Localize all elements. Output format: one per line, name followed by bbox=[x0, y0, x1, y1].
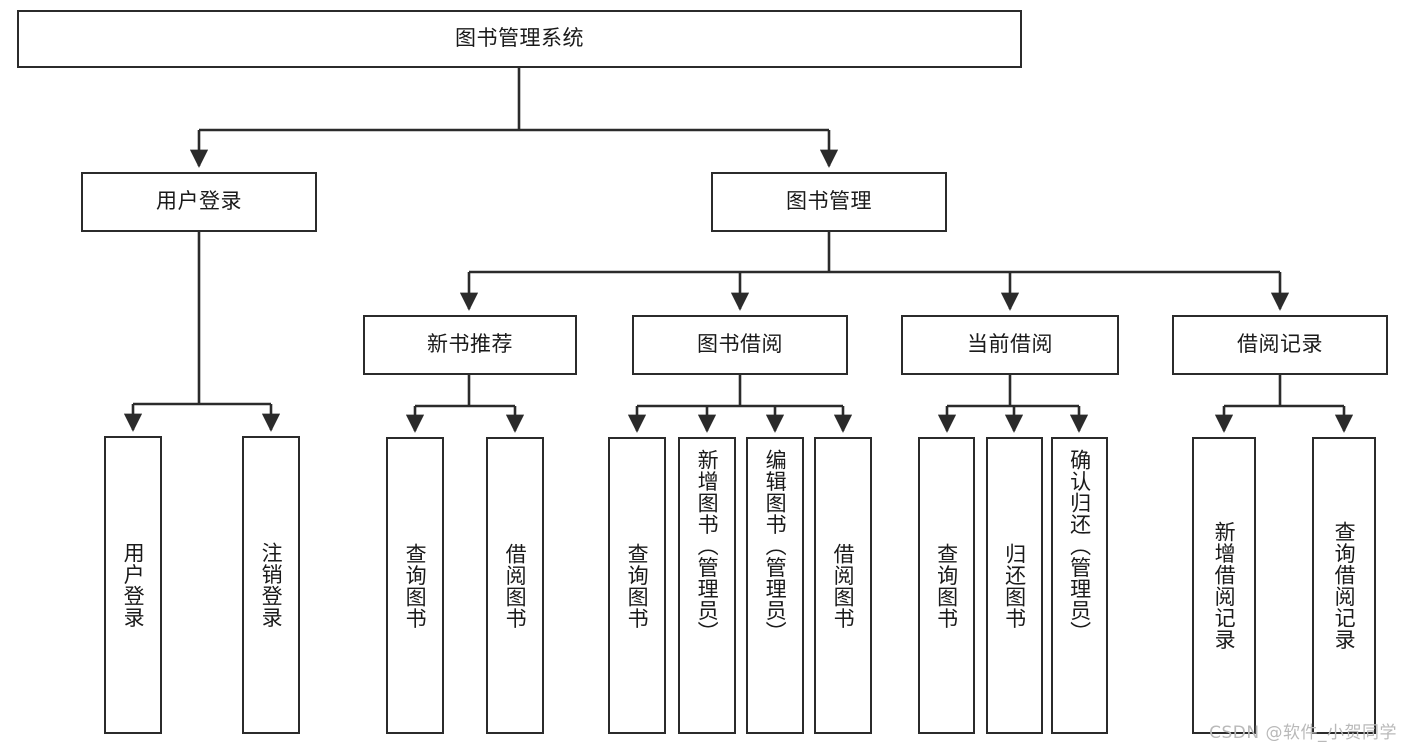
node-user-login-label: 用户登录 bbox=[156, 189, 242, 214]
node-root-label: 图书管理系统 bbox=[455, 26, 584, 51]
leaf-new-book-query[interactable]: 查询图书 bbox=[386, 437, 444, 734]
node-book-management-label: 图书管理 bbox=[786, 189, 872, 214]
leaf-user-login-signout[interactable]: 注销登录 bbox=[242, 436, 300, 734]
node-book-management[interactable]: 图书管理 bbox=[711, 172, 947, 232]
node-root[interactable]: 图书管理系统 bbox=[17, 10, 1022, 68]
leaf-new-book-borrow-label: 借阅图书 bbox=[503, 542, 528, 629]
leaf-user-login-signin-label: 用户登录 bbox=[121, 542, 146, 628]
node-new-book-recommend-label: 新书推荐 bbox=[427, 332, 513, 357]
leaf-book-borrow-add[interactable]: 新增图书（管理员） bbox=[678, 437, 736, 734]
leaf-book-borrow-edit[interactable]: 编辑图书（管理员） bbox=[746, 437, 804, 734]
node-borrow-records-label: 借阅记录 bbox=[1237, 332, 1323, 357]
csdn-watermark: CSDN @软件_小贺同学 bbox=[1209, 723, 1397, 743]
leaf-new-book-query-label: 查询图书 bbox=[403, 542, 428, 629]
node-current-borrow[interactable]: 当前借阅 bbox=[901, 315, 1119, 375]
leaf-user-login-signin[interactable]: 用户登录 bbox=[104, 436, 162, 734]
node-user-login[interactable]: 用户登录 bbox=[81, 172, 317, 232]
leaf-book-borrow-query-label: 查询图书 bbox=[625, 542, 650, 629]
leaf-book-borrow-add-label: 新增图书（管理员） bbox=[695, 449, 720, 643]
leaf-borrow-record-query-label: 查询借阅记录 bbox=[1332, 521, 1357, 650]
leaf-current-borrow-return-label: 归还图书 bbox=[1002, 542, 1027, 629]
leaf-book-borrow-query[interactable]: 查询图书 bbox=[608, 437, 666, 734]
leaf-current-borrow-confirm[interactable]: 确认归还（管理员） bbox=[1051, 437, 1108, 734]
leaf-new-book-borrow[interactable]: 借阅图书 bbox=[486, 437, 544, 734]
leaf-current-borrow-query-label: 查询图书 bbox=[934, 542, 959, 629]
leaf-current-borrow-return[interactable]: 归还图书 bbox=[986, 437, 1043, 734]
leaf-current-borrow-query[interactable]: 查询图书 bbox=[918, 437, 975, 734]
node-new-book-recommend[interactable]: 新书推荐 bbox=[363, 315, 577, 375]
leaf-borrow-record-add-label: 新增借阅记录 bbox=[1212, 521, 1237, 650]
leaf-book-borrow-edit-label: 编辑图书（管理员） bbox=[763, 449, 788, 643]
leaf-user-login-signout-label: 注销登录 bbox=[259, 542, 284, 628]
leaf-borrow-record-query[interactable]: 查询借阅记录 bbox=[1312, 437, 1376, 734]
node-borrow-records[interactable]: 借阅记录 bbox=[1172, 315, 1388, 375]
node-current-borrow-label: 当前借阅 bbox=[967, 332, 1053, 357]
node-book-borrow-label: 图书借阅 bbox=[697, 332, 783, 357]
node-book-borrow[interactable]: 图书借阅 bbox=[632, 315, 848, 375]
leaf-borrow-record-add[interactable]: 新增借阅记录 bbox=[1192, 437, 1256, 734]
leaf-current-borrow-confirm-label: 确认归还（管理员） bbox=[1067, 449, 1092, 643]
leaf-book-borrow-lend-label: 借阅图书 bbox=[831, 542, 856, 629]
leaf-book-borrow-lend[interactable]: 借阅图书 bbox=[814, 437, 872, 734]
